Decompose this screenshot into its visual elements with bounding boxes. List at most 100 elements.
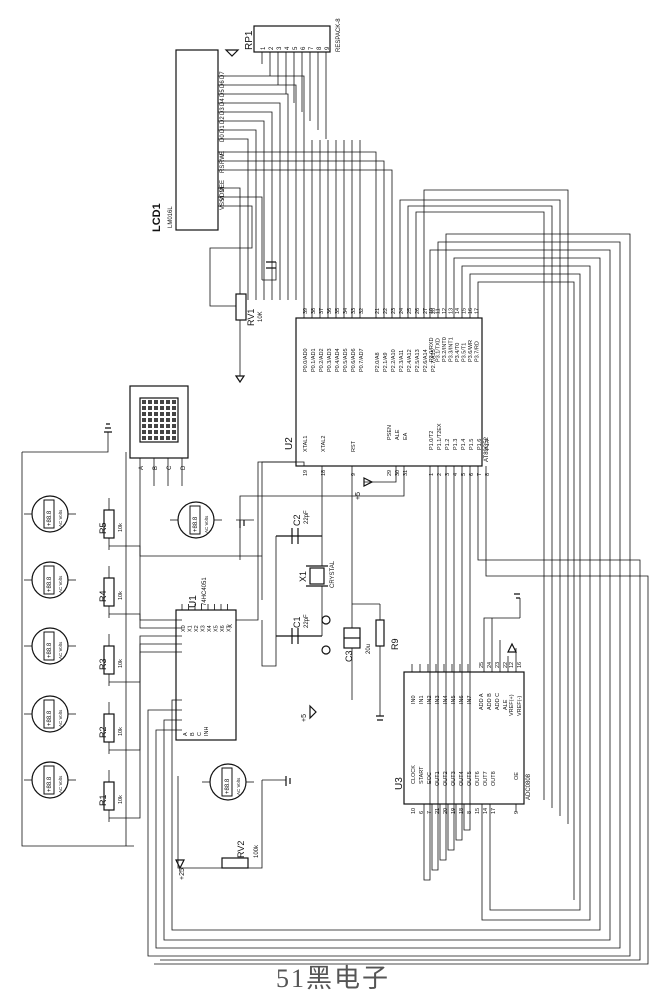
u3-pin-number: 22 — [503, 662, 509, 668]
rv1-ref: RV1 — [246, 309, 256, 326]
u2-pin-label: P2.7/A15 — [431, 349, 437, 372]
x1-ref: X1 — [298, 571, 308, 582]
rv1-value: 10K — [258, 311, 264, 322]
u1-pin-label: X1 — [188, 625, 194, 632]
matrix-dot — [172, 430, 176, 434]
rp1-pin-number: 9 — [325, 46, 331, 50]
u2-pin-label: P0.2/AD2 — [319, 348, 325, 372]
lcd-pin-label: VEE — [220, 180, 226, 192]
u2-pin-label: P1.0/T2 — [429, 431, 435, 450]
u2-pin-number: 15 — [462, 308, 468, 314]
matrix-dot — [148, 412, 152, 416]
lcd-body — [175, 49, 219, 231]
voltmeter-reading: +88.8 — [47, 510, 53, 526]
u1-pin-label: X — [228, 624, 234, 628]
reset-switch-contact — [321, 645, 331, 655]
lcd-module: LCD1 LM016L D7D6D5D4D3D2D1D0ERWRSVEEVDDV… — [151, 49, 226, 232]
u3-pin-label: VREF(+) — [509, 694, 515, 716]
resistor-value: 10k — [118, 523, 124, 532]
u2-pin-number: 37 — [319, 308, 325, 314]
u1-body — [175, 609, 237, 741]
rp1-pin-number: 7 — [309, 46, 315, 50]
voltmeter-reading: +88.8 — [47, 576, 53, 592]
matrix-dot — [166, 400, 170, 404]
rp1-pin-number: 4 — [285, 46, 291, 50]
u2-pin-label: P3.0/RXD — [429, 338, 435, 362]
u2-pin-number: 1 — [429, 473, 435, 476]
rp1-pin-number: 2 — [269, 46, 275, 50]
matrix-pin-label: D — [181, 465, 187, 470]
matrix-dot — [166, 412, 170, 416]
matrix-dot — [142, 400, 146, 404]
u2-pin-number: 25 — [407, 308, 413, 314]
u2-pin-number: 11 — [436, 308, 442, 314]
voltmeter-unit: AC Volts — [58, 775, 63, 793]
u3-pin-number: 16 — [517, 662, 523, 668]
u2-pin-label: P0.3/AD3 — [327, 348, 333, 372]
u2-body — [295, 317, 483, 467]
u1-pin-label: INH — [204, 727, 210, 737]
matrix-dot — [154, 430, 158, 434]
u2-pin-number: 32 — [359, 308, 365, 314]
matrix-dot — [160, 430, 164, 434]
u2-pin-label: P1.6 — [477, 439, 483, 450]
u2-pin-number: 28 — [431, 308, 437, 314]
u3-pin-label: OE — [514, 772, 520, 780]
u2-pin-label: P3.6/WR — [468, 340, 474, 362]
matrix-dot — [148, 430, 152, 434]
u2-pin-label: P3.5/T1 — [462, 343, 468, 362]
u3-pin-number: 6 — [419, 811, 425, 814]
matrix-dot — [166, 406, 170, 410]
u2-pin-number: 7 — [477, 473, 483, 476]
u2-pin-label: P0.0/AD0 — [303, 348, 309, 372]
resistor-value: 10k — [118, 659, 124, 668]
u3-pin-label: ALE — [503, 699, 509, 710]
u2-pin-label: P3.7/RD — [475, 341, 481, 362]
voltmeter-reading: +88.8 — [47, 776, 53, 792]
u3-body — [403, 671, 525, 805]
u3-pin-label: OUT6 — [475, 771, 481, 786]
matrix-dot — [160, 400, 164, 404]
matrix-dot — [148, 400, 152, 404]
matrix-dot — [172, 424, 176, 428]
supply-arrows — [175, 49, 517, 870]
u3-ref: U3 — [394, 777, 405, 790]
lcd-pin-label: E — [220, 151, 226, 155]
u3-pin-number: 15 — [475, 808, 481, 814]
rv2-value: 100k — [254, 844, 260, 858]
matrix-dot — [154, 424, 158, 428]
u2-pin-label: P3.1/TXD — [436, 338, 442, 362]
matrix-dot — [154, 418, 158, 422]
u2-pin-label: RST — [351, 440, 357, 452]
u2-pin-label: P1.1/T2EX — [437, 423, 443, 450]
oscillator-section: C2 22pF X1 CRYSTAL C1 22pF C3 20u R9 — [276, 510, 400, 662]
resistor-ref: R1 — [98, 794, 108, 806]
lcd-pin-label: D1 — [220, 125, 226, 133]
u2-pin-label: P0.6/AD6 — [351, 348, 357, 372]
rp1-pin-number: 5 — [293, 46, 299, 50]
matrix-dot — [172, 412, 176, 416]
u2-pin-label: P3.2/INT0 — [442, 337, 448, 362]
u1-part: 74HC4051 — [202, 577, 208, 606]
u2-pin-label: P2.4/A12 — [407, 349, 413, 372]
matrix-dot — [148, 436, 152, 440]
u2-pin-label: P2.2/A10 — [391, 349, 397, 372]
u3-pin-label: OUT8 — [491, 771, 497, 786]
c2-ref: C2 — [292, 514, 302, 526]
lcd-pin-label: D0 — [220, 134, 226, 142]
u3-pin-number: 25 — [479, 662, 485, 668]
u2-pin-number: 33 — [351, 308, 357, 314]
u2-pin-number: 8 — [485, 473, 491, 476]
lcd-pin-label: D5 — [220, 89, 226, 97]
reset-switch-contact — [321, 615, 331, 625]
u1-ref: U1 — [188, 595, 199, 608]
matrix-dot — [154, 400, 158, 404]
u2-pin-number: 27 — [423, 308, 429, 314]
